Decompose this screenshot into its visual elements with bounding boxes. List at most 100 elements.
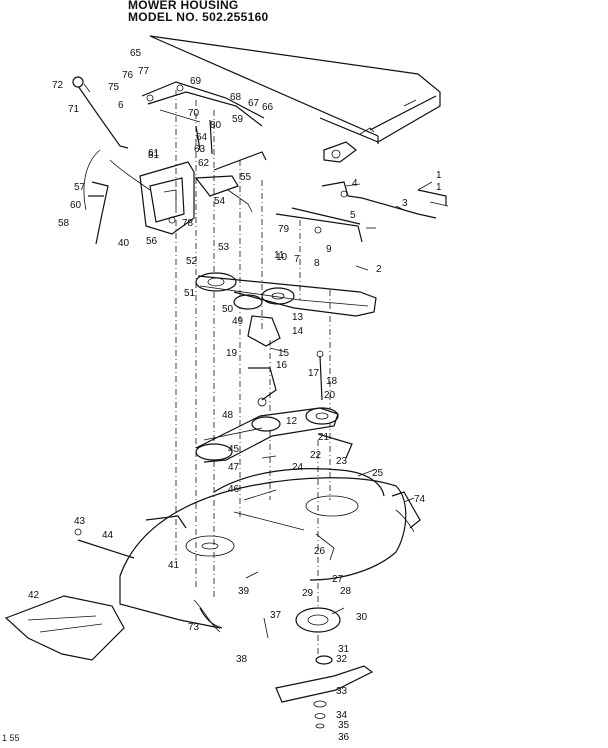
callout-52: 52 (186, 256, 198, 267)
callout-20: 20 (324, 390, 336, 401)
callout-53: 53 (218, 242, 230, 253)
callout-4: 4 (352, 178, 358, 189)
callout-58: 58 (58, 218, 70, 229)
callout-33: 33 (336, 686, 348, 697)
callout-70: 70 (188, 108, 200, 119)
callout-76: 76 (122, 70, 134, 81)
callout-67: 67 (248, 98, 260, 109)
callout-65: 65 (130, 48, 142, 59)
callout-45: 45 (228, 444, 240, 455)
callout-32: 32 (336, 654, 348, 665)
mower-deck-housing (119, 468, 421, 633)
callout-78: 78 (182, 218, 194, 229)
lift-handle (72, 76, 151, 245)
page-footer: 1 55 (2, 733, 20, 743)
callout-22: 22 (310, 450, 322, 461)
callout-13: 13 (292, 312, 304, 323)
upper-rods (141, 81, 265, 155)
callout-9: 9 (326, 244, 332, 255)
idler-bracket (248, 350, 324, 407)
callout-81: 81 (148, 150, 160, 161)
callout-43: 43 (74, 516, 86, 527)
callout-24: 24 (292, 462, 304, 473)
callout-10: 10 (276, 252, 288, 263)
callout-54: 54 (214, 196, 226, 207)
callout-35: 35 (338, 720, 350, 731)
callout-6: 6 (118, 100, 124, 111)
callout-18: 18 (326, 376, 338, 387)
callout-63: 63 (194, 144, 206, 155)
bracket-assembly (139, 151, 267, 235)
callout-77: 77 (138, 66, 150, 77)
callout-17: 17 (308, 368, 320, 379)
callout-46: 46 (228, 484, 240, 495)
rod-44 (74, 528, 135, 559)
callout-16: 16 (276, 360, 288, 371)
callout-11: 11 (274, 250, 285, 261)
lower-belt-pulley-set (195, 407, 353, 463)
blade-assembly (263, 607, 374, 729)
callout-44: 44 (102, 530, 114, 541)
callout-14: 14 (292, 326, 304, 337)
callout-39: 39 (238, 586, 250, 597)
callout-50: 50 (222, 304, 234, 315)
callout-66: 66 (262, 102, 274, 113)
callout-23: 23 (336, 456, 348, 467)
callout-36: 36 (338, 732, 350, 743)
callout-47: 47 (228, 462, 240, 473)
callout-56: 56 (146, 236, 158, 247)
callout-68: 68 (230, 92, 242, 103)
callout-61: 61 (148, 148, 160, 159)
upper-belt-pulley-set (195, 272, 377, 353)
callout-72: 72 (52, 80, 64, 91)
discharge-chute (4, 595, 125, 661)
callout-41: 41 (168, 560, 180, 571)
callout-49: 49 (232, 316, 244, 327)
callout-75: 75 (108, 82, 120, 93)
callout-29: 29 (302, 588, 314, 599)
callout-71: 71 (68, 104, 80, 115)
callout-28: 28 (340, 586, 352, 597)
callout-21: 21 (318, 432, 330, 443)
callout-38: 38 (236, 654, 248, 665)
callout-40: 40 (118, 238, 130, 249)
callout-37: 37 (270, 610, 282, 621)
callout-60: 60 (70, 200, 82, 211)
callout-31: 31 (338, 644, 350, 655)
leader-lines (83, 83, 433, 615)
callout-8: 8 (314, 258, 320, 269)
callout-74: 74 (414, 494, 426, 505)
callout-12: 12 (286, 416, 298, 427)
diagram-title: MOWER HOUSING (128, 0, 239, 12)
callout-3: 3 (402, 198, 408, 209)
callout-1: 1 (436, 170, 442, 181)
callout-59: 59 (232, 114, 244, 125)
callout-69: 69 (190, 76, 202, 87)
callout-48: 48 (222, 410, 234, 421)
callout-79: 79 (278, 224, 290, 235)
frame-rail (149, 35, 441, 163)
callout-73: 73 (188, 622, 200, 633)
front-linkage (275, 181, 449, 243)
callout-19: 19 (226, 348, 238, 359)
callout-42: 42 (28, 590, 40, 601)
callout-62: 62 (198, 158, 210, 169)
callout-57: 57 (74, 182, 86, 193)
callout-1-b: 1 (436, 182, 442, 193)
callout-55: 55 (240, 172, 252, 183)
callout-51: 51 (184, 288, 196, 299)
callout-25: 25 (372, 468, 384, 479)
callout-64: 64 (196, 132, 208, 143)
callout-27: 27 (332, 574, 344, 585)
model-number: MODEL NO. 502.255160 (128, 10, 269, 24)
callout-5: 5 (350, 210, 356, 221)
callout-26: 26 (314, 546, 326, 557)
callout-30: 30 (356, 612, 368, 623)
callout-2: 2 (376, 264, 382, 275)
callout-34: 34 (336, 710, 348, 721)
callout-7: 7 (294, 254, 300, 265)
callout-15: 15 (278, 348, 290, 359)
